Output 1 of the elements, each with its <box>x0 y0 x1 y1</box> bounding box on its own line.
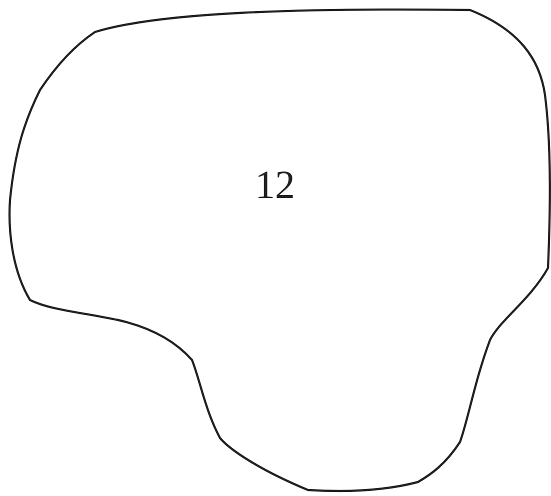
region-number: 12 <box>255 165 295 205</box>
